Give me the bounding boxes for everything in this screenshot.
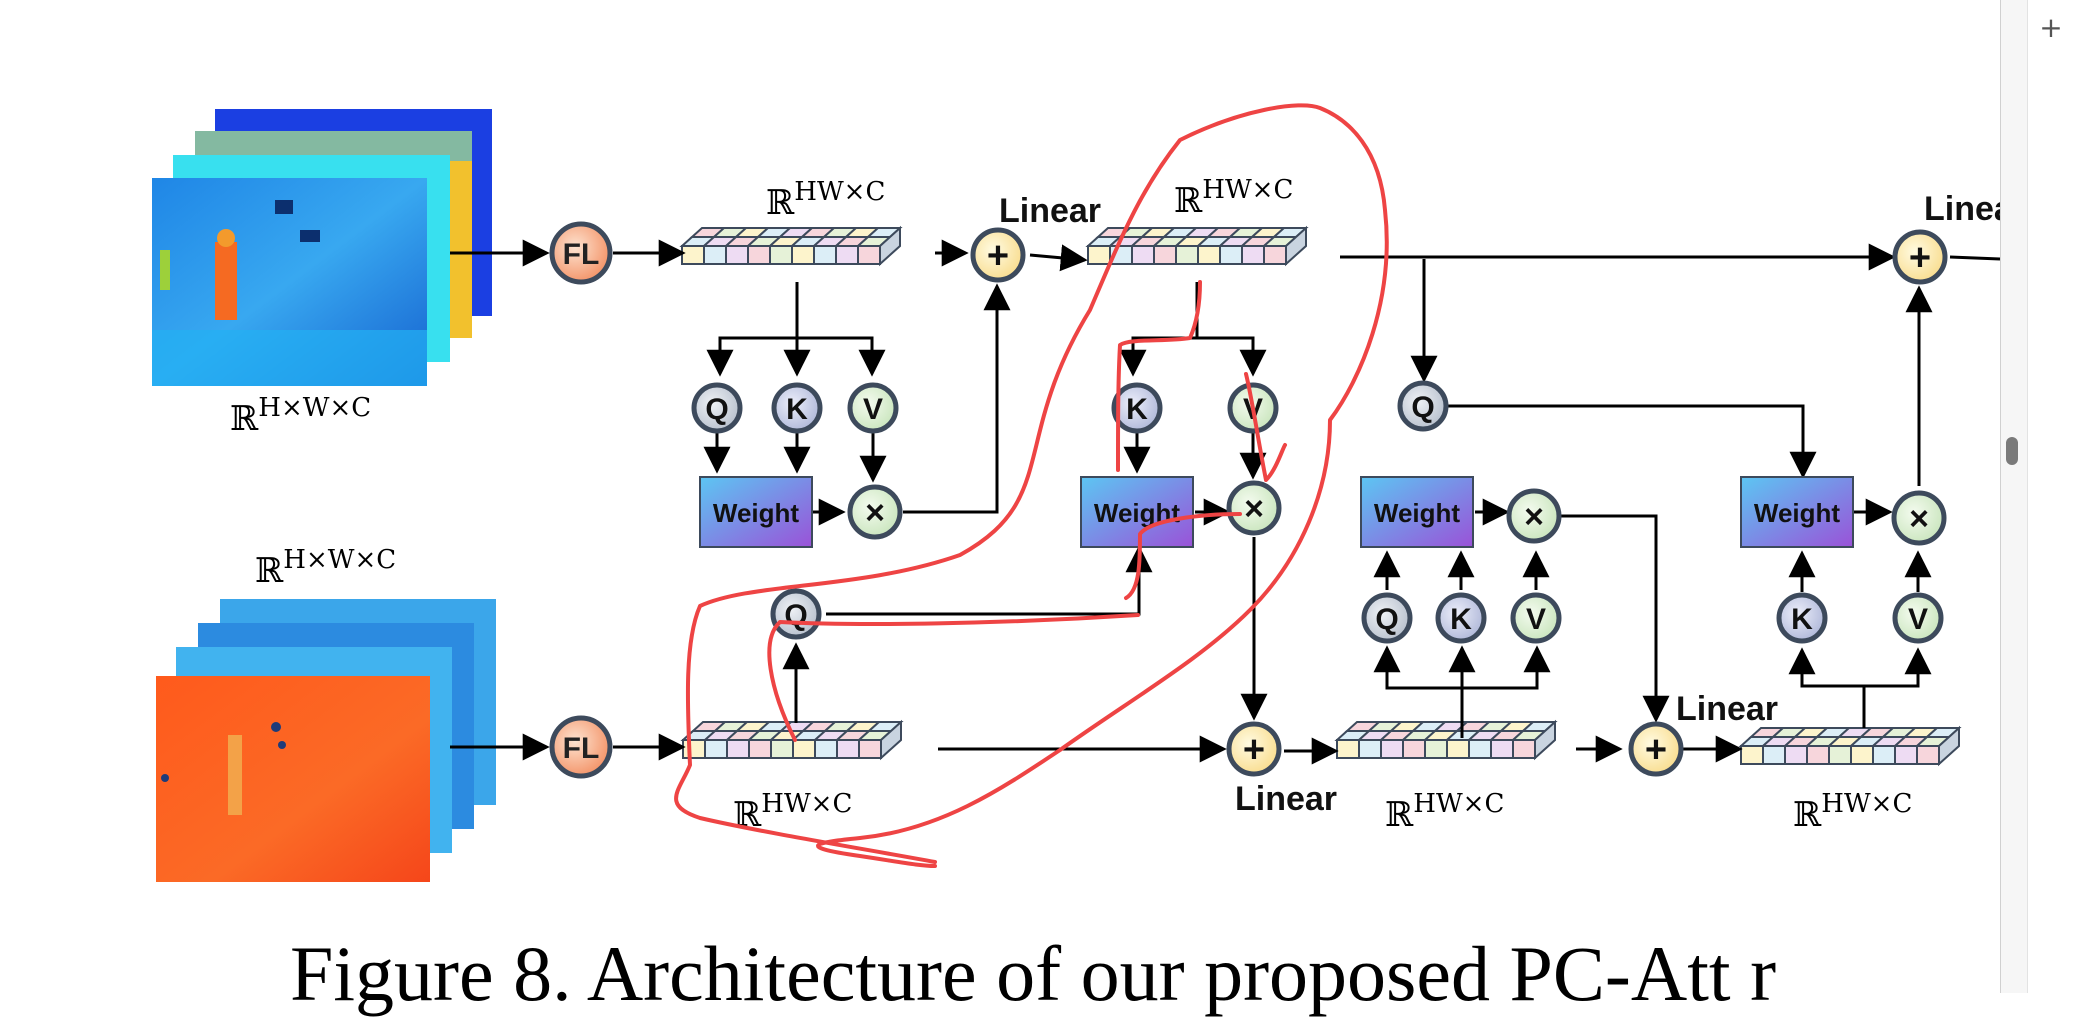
weight-box-4: Weight: [1740, 476, 1854, 548]
q-node: Q: [691, 382, 743, 434]
svg-text:V: V: [863, 393, 883, 426]
bottom-image-stack: [156, 599, 496, 882]
linear-label: Linear: [999, 192, 1101, 230]
scrollbar-thumb[interactable]: [2006, 437, 2018, 465]
svg-text:Weight: Weight: [1094, 498, 1181, 528]
add-node: +: [1628, 721, 1684, 777]
tensor-grid: [1334, 719, 1558, 761]
multiply-node: ×: [847, 484, 903, 540]
v-node: V: [847, 382, 899, 434]
tensor-grids: [679, 225, 1962, 767]
scrollbar-track[interactable]: [2000, 0, 2027, 993]
dim-label: ℝHW×C: [1385, 789, 1504, 835]
tensor-grid: [680, 719, 904, 761]
dim-label-image-top: ℝH×W×C: [230, 393, 371, 439]
v-node: V: [1892, 592, 1944, 644]
k-node: K: [1111, 382, 1163, 434]
multiply-node: ×: [1226, 480, 1282, 536]
svg-text:FL: FL: [563, 732, 600, 765]
multiply-node: ×: [1506, 488, 1562, 544]
svg-text:K: K: [1791, 603, 1813, 636]
add-node: +: [1892, 229, 1948, 285]
document-canvas: ℝH×W×C ℝH×W×C FL FL: [152, 103, 2000, 882]
svg-text:+: +: [987, 235, 1009, 277]
dim-label: ℝHW×C: [1174, 175, 1293, 221]
linear-label: Linea: [1924, 190, 2000, 228]
tensor-grid: [679, 225, 903, 267]
linear-label: Linear: [1235, 780, 1337, 818]
add-button[interactable]: +: [2039, 11, 2063, 44]
svg-text:K: K: [786, 393, 808, 426]
svg-text:Q: Q: [1375, 603, 1398, 636]
svg-text:FL: FL: [563, 238, 600, 271]
svg-text:K: K: [1450, 603, 1472, 636]
tensor-grid: [1085, 225, 1309, 267]
svg-text:Weight: Weight: [1754, 498, 1841, 528]
linear-label: Linear: [1676, 690, 1778, 728]
svg-text:Weight: Weight: [1374, 498, 1461, 528]
svg-text:×: ×: [1524, 498, 1544, 536]
multiply-node: ×: [1891, 490, 1947, 546]
svg-text:V: V: [1908, 603, 1928, 636]
add-node: +: [1226, 721, 1282, 777]
svg-text:Weight: Weight: [713, 498, 800, 528]
svg-text:+: +: [1909, 237, 1931, 279]
tensor-grid: [1738, 725, 1962, 767]
svg-text:×: ×: [865, 494, 885, 532]
v-node: V: [1510, 592, 1562, 644]
svg-text:+: +: [1645, 729, 1667, 771]
k-node: K: [1435, 592, 1487, 644]
side-panel: [2027, 0, 2091, 993]
svg-text:V: V: [1526, 603, 1546, 636]
thermal-image-bottom: [156, 676, 430, 882]
svg-text:Q: Q: [784, 599, 807, 632]
weight-box-2: Weight: [1080, 476, 1194, 548]
weight-box-1: Weight: [699, 476, 813, 548]
q-node: Q: [1361, 592, 1413, 644]
top-image-stack: [152, 109, 492, 386]
q-node: Q: [770, 588, 822, 640]
svg-text:×: ×: [1909, 500, 1929, 538]
svg-text:Q: Q: [1411, 391, 1434, 424]
svg-text:+: +: [1243, 729, 1265, 771]
dim-label: ℝHW×C: [1793, 789, 1912, 835]
svg-text:×: ×: [1244, 490, 1264, 528]
dim-label: ℝHW×C: [766, 177, 885, 223]
dim-label-image-bottom: ℝH×W×C: [255, 545, 396, 591]
add-node: +: [970, 227, 1026, 283]
figure-caption: Figure 8. Architecture of our proposed P…: [290, 930, 1777, 1017]
k-node: K: [771, 382, 823, 434]
k-node: K: [1776, 592, 1828, 644]
q-node: Q: [1397, 380, 1449, 432]
hand-drawn-annotation: [674, 103, 1389, 868]
fl-node-bottom: FL: [549, 715, 613, 779]
svg-text:K: K: [1126, 393, 1148, 426]
weight-box-3: Weight: [1360, 476, 1474, 548]
fl-node-top: FL: [549, 221, 613, 285]
architecture-diagram: ℝH×W×C ℝH×W×C FL FL: [152, 103, 2000, 882]
svg-text:Q: Q: [705, 393, 728, 426]
